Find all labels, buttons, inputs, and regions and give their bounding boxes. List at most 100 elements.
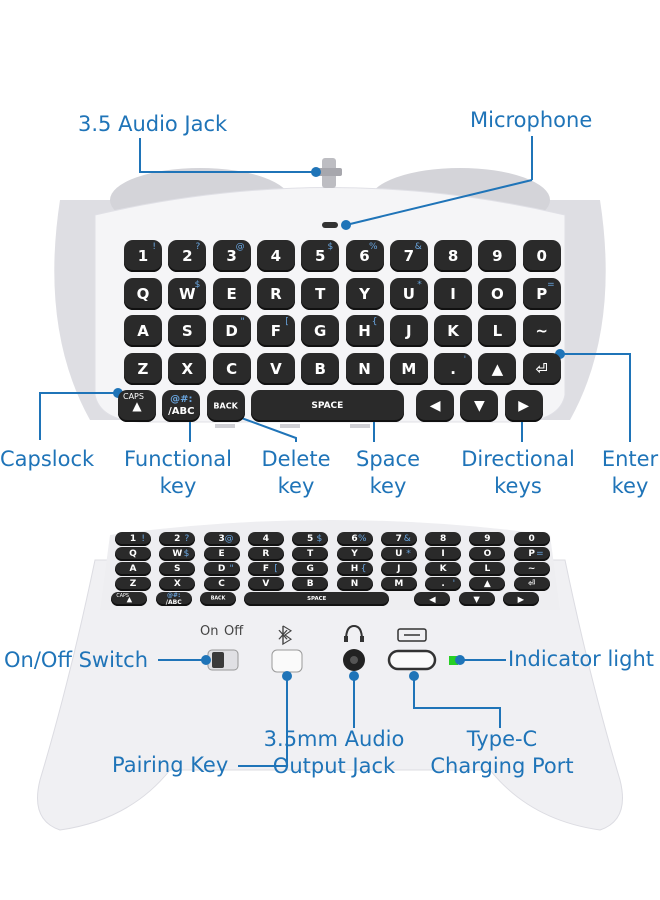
bottom-key-4-6[interactable]: N	[336, 577, 373, 591]
bottom-key-2-6[interactable]: Y	[336, 547, 373, 561]
bottom-key-3-1[interactable]: A	[115, 562, 151, 576]
bottom-key-1-3[interactable]: 3@	[203, 532, 240, 546]
top-key-2-10[interactable]: P=	[522, 277, 561, 310]
bottom-key-1-6[interactable]: 6%	[336, 532, 373, 546]
bottom-fn-key[interactable]: @#:/ABC	[155, 592, 192, 606]
top-key-4-6[interactable]: N	[345, 352, 384, 385]
bottom-key-2-7[interactable]: U*	[380, 547, 417, 561]
top-key-1-8[interactable]: 8	[434, 240, 473, 272]
top-key-2-5[interactable]: T	[301, 277, 340, 310]
bottom-key-1-5[interactable]: 5$	[292, 532, 329, 546]
bottom-key-3-7[interactable]: J	[380, 562, 417, 576]
bottom-key-4-10[interactable]: ⏎	[513, 577, 550, 591]
bottom-key-3-3[interactable]: D"	[203, 562, 240, 576]
top-back-key[interactable]: BACK	[206, 390, 245, 422]
bottom-key-4-8[interactable]: .'	[425, 577, 462, 591]
top-key-3-1[interactable]: A	[124, 315, 162, 347]
top-key-1-9[interactable]: 9	[478, 240, 517, 272]
top-key-2-10-label: P	[536, 284, 548, 303]
top-key-2-4[interactable]: R	[256, 277, 295, 310]
top-key-4-3[interactable]: C	[212, 352, 251, 385]
top-key-3-7[interactable]: J	[389, 315, 428, 347]
top-key-2-6[interactable]: Y	[345, 277, 384, 310]
bottom-key-2-2[interactable]: W$	[159, 547, 196, 561]
bottom-key-1-4[interactable]: 4	[247, 532, 284, 546]
top-key-1-1[interactable]: 1!	[124, 240, 162, 272]
top-key-2-8[interactable]: I	[434, 277, 473, 310]
top-key-1-7[interactable]: 7&	[389, 240, 428, 272]
top-fn-key[interactable]: @#:/ABC	[162, 390, 201, 422]
bottom-left-key[interactable]: ◀	[414, 592, 451, 606]
bottom-key-4-5[interactable]: B	[292, 577, 329, 591]
bottom-key-4-9[interactable]: ▲	[469, 577, 506, 591]
top-key-4-9[interactable]: ▲	[478, 352, 517, 385]
top-key-4-7[interactable]: M	[389, 352, 428, 385]
top-key-4-2[interactable]: X	[168, 352, 207, 385]
bottom-down-key[interactable]: ▼	[458, 592, 495, 606]
bottom-key-1-2[interactable]: 2?	[159, 532, 196, 546]
bottom-space-key[interactable]: SPACE	[244, 592, 390, 606]
bottom-key-1-1[interactable]: 1!	[115, 532, 151, 546]
top-key-2-7[interactable]: U*	[389, 277, 428, 310]
top-key-4-5[interactable]: B	[301, 352, 340, 385]
top-key-1-3[interactable]: 3@	[212, 240, 251, 272]
top-key-2-1[interactable]: Q	[124, 277, 162, 310]
top-key-1-4[interactable]: 4	[256, 240, 295, 272]
bottom-key-1-8[interactable]: 8	[425, 532, 462, 546]
top-key-3-2[interactable]: S	[168, 315, 207, 347]
bottom-key-4-1[interactable]: Z	[115, 577, 151, 591]
bottom-key-2-10[interactable]: P=	[513, 547, 550, 561]
top-key-3-3[interactable]: D"	[212, 315, 251, 347]
top-fn-top: @#:	[170, 394, 193, 405]
bottom-key-4-3[interactable]: C	[203, 577, 240, 591]
bottom-key-2-3[interactable]: E	[203, 547, 240, 561]
bottom-key-4-2[interactable]: X	[159, 577, 196, 591]
bottom-key-3-6[interactable]: H{	[336, 562, 373, 576]
bottom-key-1-9[interactable]: 9	[469, 532, 506, 546]
top-left-key[interactable]: ◀	[416, 390, 455, 422]
bottom-key-2-4[interactable]: R	[247, 547, 284, 561]
bottom-right-key[interactable]: ▶	[502, 592, 539, 606]
bottom-key-2-9[interactable]: O	[469, 547, 506, 561]
bottom-key-1-9-label: 9	[484, 534, 491, 544]
top-key-2-3[interactable]: E	[212, 277, 251, 310]
top-key-3-10[interactable]: ~	[522, 315, 561, 347]
bottom-key-3-9[interactable]: L	[469, 562, 506, 576]
top-key-2-2[interactable]: W$	[168, 277, 207, 310]
top-key-3-4[interactable]: F[	[256, 315, 295, 347]
bottom-key-4-7[interactable]: M	[380, 577, 417, 591]
audio-jack-label: 3.5 Audio Jack	[78, 112, 228, 136]
bottom-key-4-2-label: X	[173, 579, 181, 589]
bottom-caps-key[interactable]: ▲CAPS	[111, 592, 148, 606]
enter-key-label: Enter key	[600, 446, 660, 500]
bottom-key-3-5[interactable]: G	[292, 562, 329, 576]
bottom-key-3-4[interactable]: F[	[247, 562, 284, 576]
bottom-key-1-10[interactable]: 0	[513, 532, 550, 546]
top-caps-key[interactable]: ▲CAPS	[118, 390, 156, 422]
top-key-3-8[interactable]: K	[434, 315, 473, 347]
top-right-key[interactable]: ▶	[504, 390, 543, 422]
top-key-4-10[interactable]: ⏎	[522, 352, 561, 385]
bottom-key-3-10[interactable]: ~	[513, 562, 550, 576]
top-key-2-9[interactable]: O	[478, 277, 517, 310]
bottom-back-key[interactable]: BACK	[200, 592, 236, 606]
top-key-1-10[interactable]: 0	[522, 240, 561, 272]
bottom-key-2-8[interactable]: I	[425, 547, 462, 561]
top-key-1-2[interactable]: 2?	[168, 240, 207, 272]
bottom-key-3-8[interactable]: K	[425, 562, 462, 576]
top-key-4-4[interactable]: V	[256, 352, 295, 385]
top-key-3-6[interactable]: H{	[345, 315, 384, 347]
top-key-3-9[interactable]: L	[478, 315, 517, 347]
top-down-key[interactable]: ▼	[460, 390, 499, 422]
bottom-key-4-4[interactable]: V	[247, 577, 284, 591]
bottom-key-2-5[interactable]: T	[292, 547, 329, 561]
top-key-4-8[interactable]: .'	[434, 352, 473, 385]
top-key-1-5[interactable]: 5$	[301, 240, 340, 272]
top-space-key[interactable]: SPACE	[250, 390, 404, 422]
bottom-key-2-1[interactable]: Q	[115, 547, 151, 561]
bottom-key-1-7[interactable]: 7&	[380, 532, 417, 546]
top-key-1-6[interactable]: 6%	[345, 240, 384, 272]
bottom-key-3-2[interactable]: S	[159, 562, 196, 576]
top-key-4-1[interactable]: Z	[124, 352, 162, 385]
top-key-3-5[interactable]: G	[301, 315, 340, 347]
